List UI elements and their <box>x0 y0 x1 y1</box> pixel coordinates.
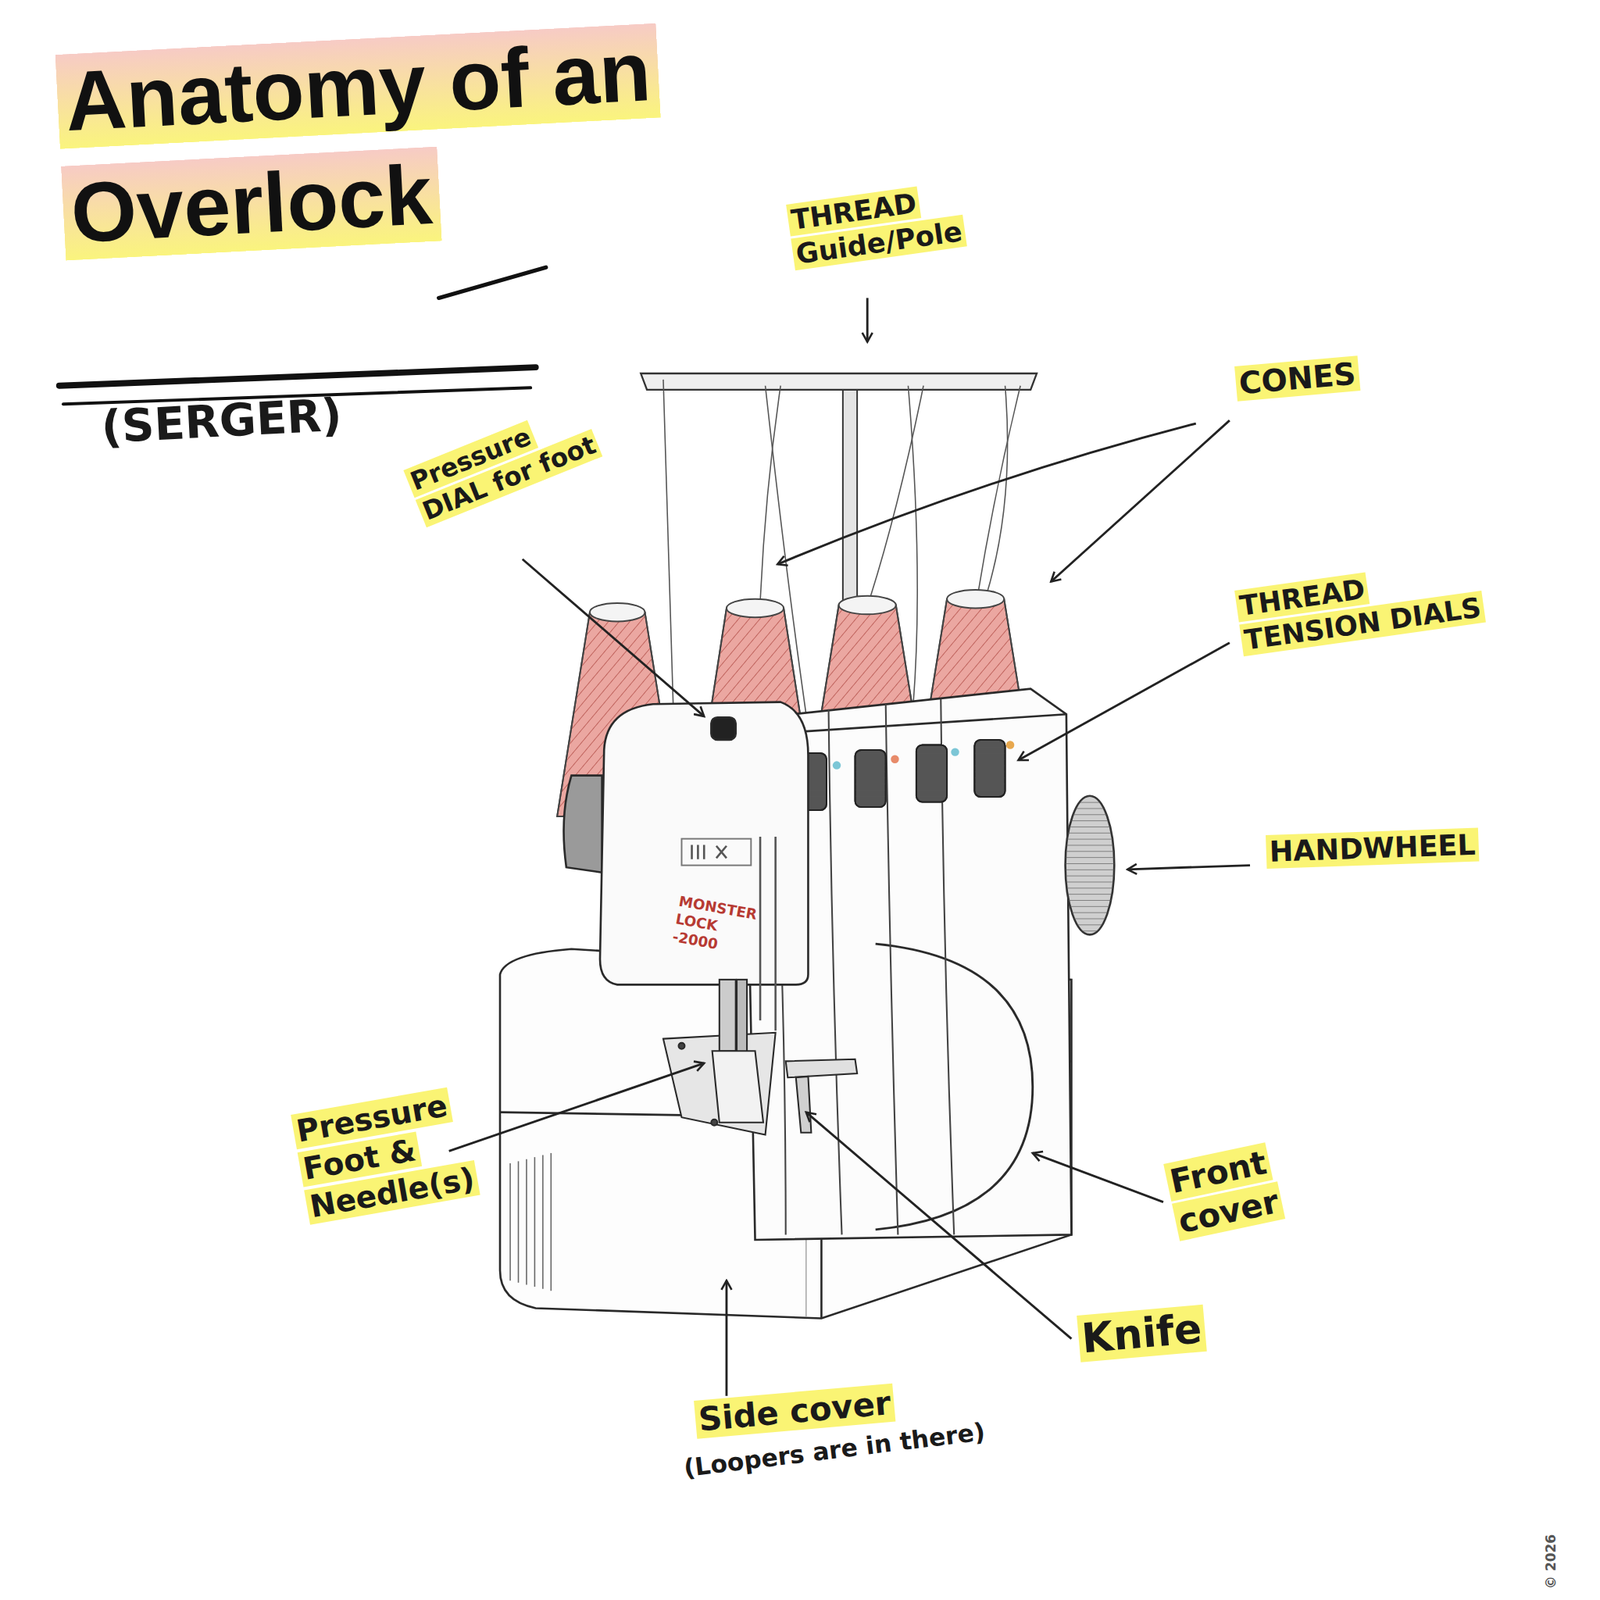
tension-dial <box>796 739 1015 811</box>
part-label: THREAD TENSION DIALS <box>1235 571 1487 657</box>
presser-foot <box>663 979 776 1136</box>
title-block: Anatomy of an Overlock <box>54 10 769 270</box>
part-label: THREAD Guide/Pole <box>785 186 968 272</box>
part-label-wrap: Pressure DIAL for foot <box>403 396 608 529</box>
part-label-wrap: THREAD Guide/Pole <box>785 168 1049 273</box>
part-label: HANDWHEEL <box>1265 828 1479 869</box>
part-label-wrap: Knife <box>1076 1299 1254 1365</box>
title-underline <box>59 267 547 404</box>
part-label-wrap: CONES <box>1234 350 1411 404</box>
part-label-wrap: THREAD TENSION DIALS <box>1234 552 1509 658</box>
subtitle: (SERGER) <box>96 388 347 454</box>
handwheel <box>1065 796 1115 936</box>
part-label-wrap: HANDWHEEL <box>1265 825 1553 871</box>
title: Anatomy of an Overlock <box>55 23 661 261</box>
copyright: © 2026 <box>1542 1530 1559 1592</box>
part-label: Knife <box>1076 1304 1207 1363</box>
part-label: Side cover <box>693 1383 896 1440</box>
knife <box>785 1059 858 1133</box>
machine-head <box>564 702 809 1032</box>
copyright-wrap: © 2026 <box>1542 1469 1560 1593</box>
part-label-wrap: Front cover <box>1163 1129 1340 1244</box>
part-label: Front cover <box>1163 1142 1286 1242</box>
part-label: Pressure Foot & Needle(s) <box>290 1087 481 1225</box>
subtitle-wrap: (SERGER) <box>96 380 467 456</box>
part-label: Pressure DIAL for foot <box>403 420 603 528</box>
part-label: CONES <box>1234 355 1361 402</box>
